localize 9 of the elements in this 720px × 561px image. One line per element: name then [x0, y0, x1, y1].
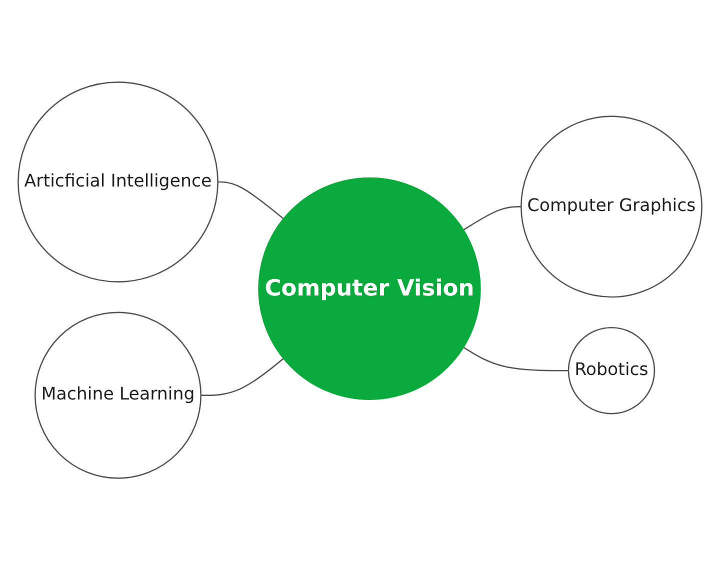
- connector-line: [218, 182, 284, 220]
- circle-node: Robotics: [568, 327, 656, 415]
- connector-line: [463, 206, 522, 231]
- circle-node: Computer Graphics: [520, 116, 702, 298]
- connector-line: [463, 347, 568, 372]
- circle-node: Computer Vision: [258, 178, 481, 400]
- connector-line: [200, 358, 284, 396]
- circle-node: Machine Learning: [34, 312, 202, 480]
- circle-node: Articficial Intelligence: [18, 82, 218, 283]
